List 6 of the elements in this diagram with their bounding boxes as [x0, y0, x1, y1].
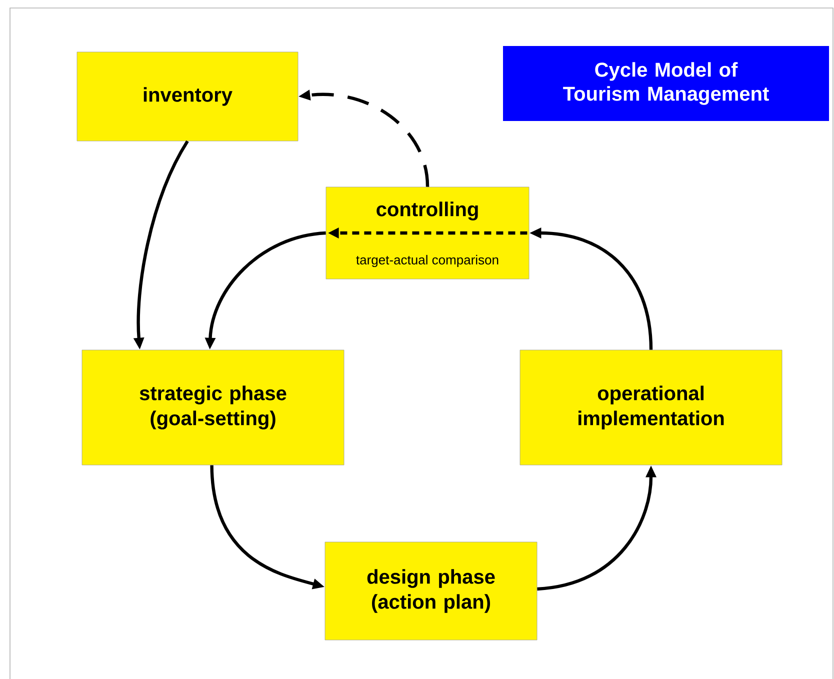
title-banner: Cycle Model of Tourism Management: [503, 46, 830, 121]
process-box: strategic phase (goal-setting): [82, 350, 344, 466]
process-box: controlling target-actual comparison: [326, 186, 530, 280]
process-box: operational implementation: [520, 350, 782, 466]
process-box: design phase (action plan): [324, 542, 538, 640]
process-box: inventory: [76, 52, 298, 142]
